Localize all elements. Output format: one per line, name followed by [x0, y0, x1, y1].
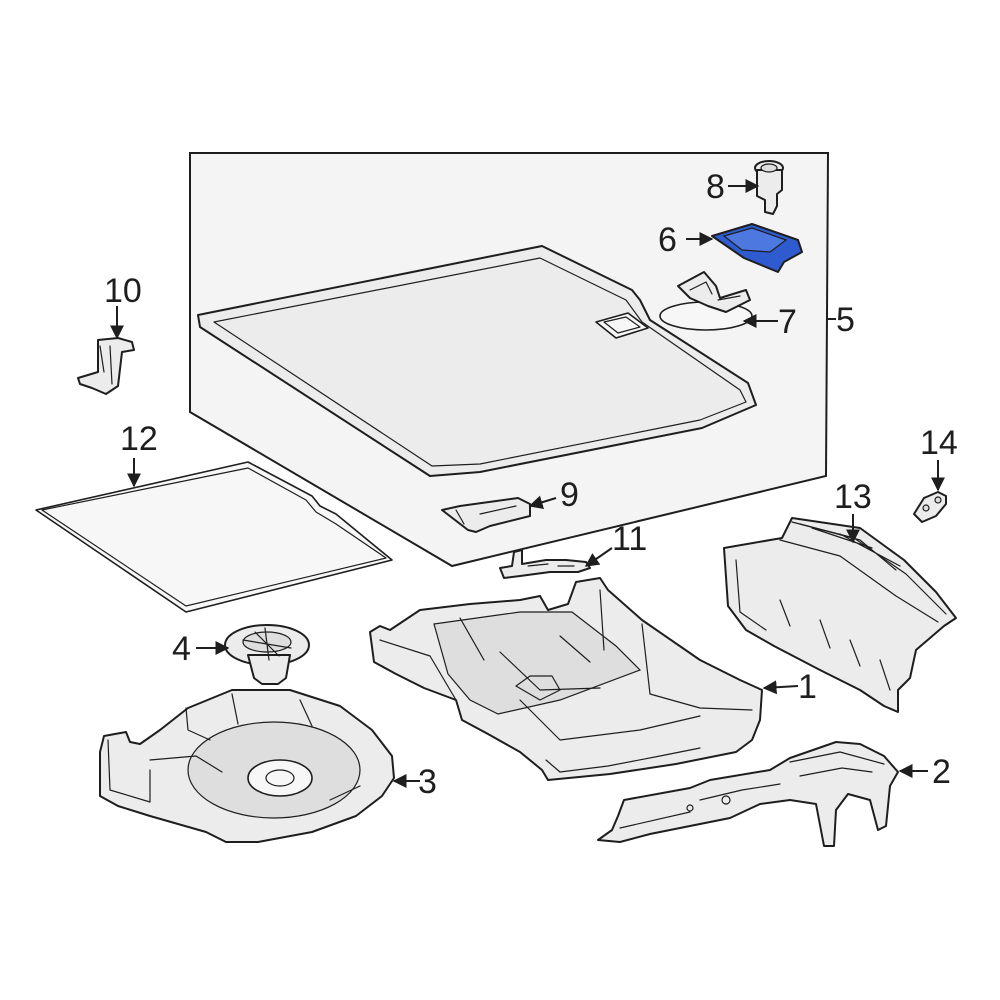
- callout-11: 11: [612, 520, 647, 558]
- support-bracket[interactable]: [499, 549, 591, 579]
- leader-11: [584, 547, 613, 567]
- callout-1: 1: [798, 668, 817, 706]
- mounting-bracket[interactable]: [77, 337, 135, 395]
- callout-3: 3: [418, 763, 437, 801]
- wheel-mount[interactable]: [224, 624, 310, 685]
- callout-9: 9: [560, 476, 579, 514]
- rear-floor-pan[interactable]: [369, 577, 763, 781]
- leader-1: [762, 680, 799, 695]
- spare-tire-tray[interactable]: [99, 689, 395, 843]
- side-bracket[interactable]: [441, 497, 531, 533]
- cargo-floor-cover[interactable]: [197, 245, 757, 477]
- rear-crossmember[interactable]: [597, 741, 899, 847]
- callout-14: 14: [920, 424, 958, 462]
- floor-mat[interactable]: [35, 461, 393, 613]
- cover-handle-highlighted[interactable]: [711, 223, 803, 273]
- leader-lines: [110, 179, 945, 788]
- push-pin-clip[interactable]: [754, 160, 784, 215]
- callout-2: 2: [932, 753, 951, 791]
- rear-sill-panel[interactable]: [723, 517, 957, 713]
- callout-12: 12: [120, 420, 158, 458]
- callout-4: 4: [172, 630, 191, 668]
- callout-6: 6: [658, 221, 677, 259]
- callout-7: 7: [778, 303, 797, 341]
- grommet[interactable]: [913, 491, 947, 523]
- leader-9: [528, 495, 557, 509]
- callout-10: 10: [104, 272, 142, 310]
- callout-8: 8: [706, 168, 725, 206]
- callout-labels: 1 2 3 4 5 6 7 8 9 10 11 12 13 14: [104, 168, 958, 801]
- callout-5: 5: [836, 301, 855, 339]
- callout-13: 13: [834, 478, 872, 516]
